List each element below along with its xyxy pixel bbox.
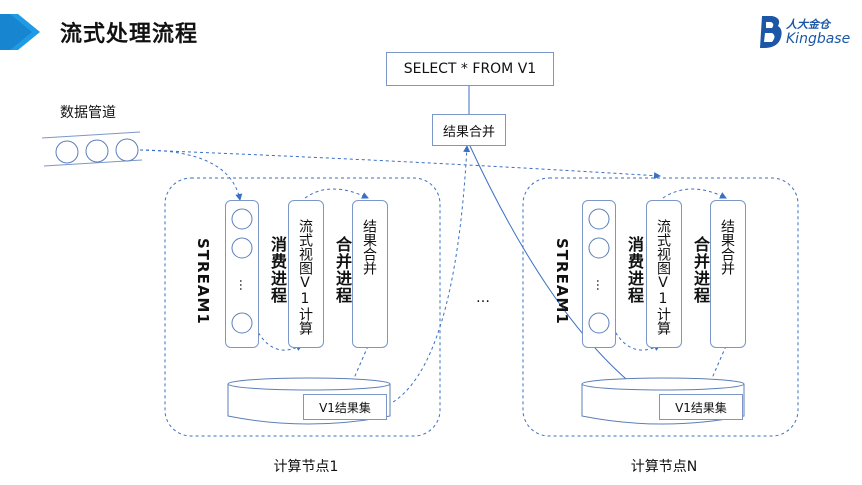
node1-result-set-label: V1结果集 xyxy=(303,394,387,420)
node1-stream-label: STREAM1 xyxy=(194,238,212,325)
pipeline-ball xyxy=(115,138,139,162)
kingbase-logo: 人大金仓 Kingbase xyxy=(758,14,852,52)
pipeline-top-line xyxy=(41,131,141,139)
nodes-ellipsis: … xyxy=(476,290,490,306)
nodeN-stream-column: … xyxy=(582,200,616,348)
header-arrow-icon xyxy=(0,14,40,50)
select-query-box: SELECT * FROM V1 xyxy=(386,52,554,86)
pipeline-ball xyxy=(55,140,79,164)
node1-view-compute-box: 流式视图V1计算 xyxy=(288,200,324,348)
node1-stream-column: … xyxy=(225,200,259,348)
top-merge-box: 结果合并 xyxy=(432,114,506,146)
nodeN-merge-box: 结果合并 xyxy=(710,200,746,348)
logo-text-en: Kingbase xyxy=(786,31,851,47)
node1-stream-dots: … xyxy=(237,279,251,291)
node1-consumer-label: 消费进程 xyxy=(268,236,287,304)
nodeN-stream-dots: … xyxy=(594,279,608,291)
node1-stream-slots xyxy=(231,208,253,334)
arrow-pipe-to-nodeN xyxy=(139,149,661,180)
pipeline-ball xyxy=(85,139,109,163)
node1-merge-process-label: 合并进程 xyxy=(333,236,352,304)
arrow-pipe-to-node1 xyxy=(139,149,243,201)
arrow-nN-merge-to-result xyxy=(705,345,727,393)
nodeN-outline xyxy=(522,177,799,437)
page-title: 流式处理流程 xyxy=(60,22,199,47)
nodeN-view-compute-text: 流式视图V1计算 xyxy=(655,219,671,335)
node1-outline xyxy=(164,177,441,437)
nodeN-stream-slots xyxy=(588,208,610,334)
nodeN-stream-label: STREAM1 xyxy=(553,238,571,325)
arrow-n1-merge-to-result xyxy=(347,345,369,393)
node1-merge-text: 结果合并 xyxy=(361,219,377,275)
nodeN-result-set-label: V1结果集 xyxy=(659,394,743,420)
arrow-n1-view-to-merge xyxy=(304,188,369,199)
arrow-n1-result-to-merge xyxy=(387,145,471,406)
nodeN-consumer-label: 消费进程 xyxy=(625,236,644,304)
pipeline-label: 数据管道 xyxy=(60,105,116,121)
node1-label: 计算节点1 xyxy=(273,459,339,475)
nodeN-merge-process-label: 合并进程 xyxy=(691,236,710,304)
node1-view-compute-text: 流式视图V1计算 xyxy=(297,219,313,335)
logo-text-cn: 人大金仓 xyxy=(786,18,830,31)
nodeN-merge-text: 结果合并 xyxy=(719,219,735,275)
arrow-nN-view-to-merge xyxy=(662,188,727,199)
node1-merge-box: 结果合并 xyxy=(352,200,388,348)
logo-mark-icon xyxy=(760,16,782,48)
nodeN-view-compute-box: 流式视图V1计算 xyxy=(646,200,682,348)
nodeN-label: 计算节点N xyxy=(630,459,698,475)
